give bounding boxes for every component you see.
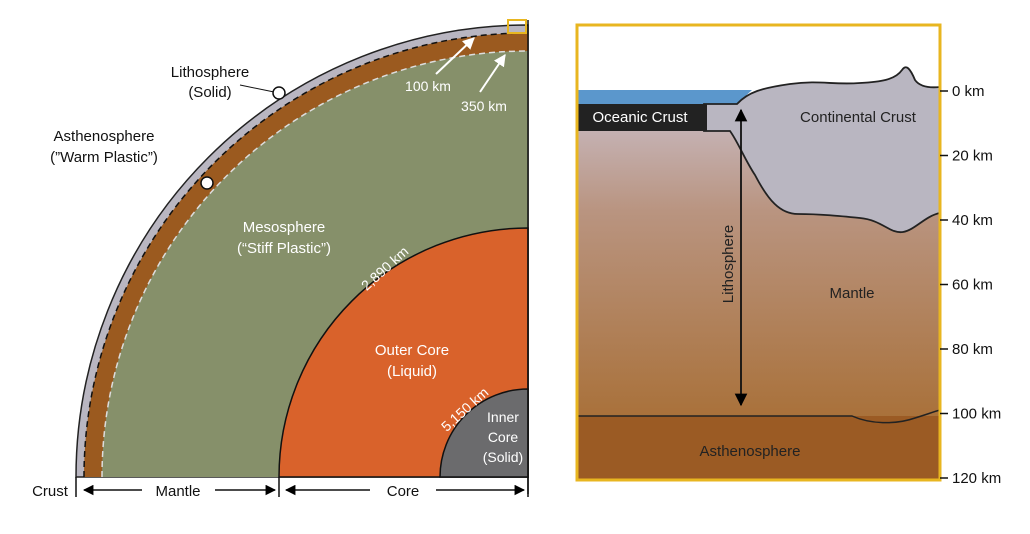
core-bottom-label: Core xyxy=(387,483,420,500)
mesosphere-label: Mesosphere xyxy=(243,219,326,236)
inner-core-label-2: Core xyxy=(488,429,519,445)
inner-core-label: Inner xyxy=(487,409,519,425)
depth-tick-label: 120 km xyxy=(952,470,1001,487)
continental-crust-label: Continental Crust xyxy=(800,109,917,126)
lithosphere-state: (Solid) xyxy=(188,84,231,101)
inner-core-layer xyxy=(439,388,529,478)
asthenosphere-label: Asthenosphere xyxy=(54,128,155,145)
bottom-scale: Crust Mantle Core xyxy=(32,477,529,500)
ocean-water xyxy=(577,90,752,104)
zoom-region-marker xyxy=(507,19,527,34)
lithosphere-label: Lithosphere xyxy=(171,64,249,81)
mesosphere-state: (“Stiff Plastic”) xyxy=(237,240,331,257)
depth-tick-label: 0 km xyxy=(952,83,985,100)
lithosphere-boundary xyxy=(83,32,529,478)
outer-core-label: Outer Core xyxy=(375,342,449,359)
asthenosphere-pointer-dot xyxy=(200,176,214,190)
asthenosphere-state: (”Warm Plastic”) xyxy=(50,149,158,166)
asthenosphere-boundary-line xyxy=(577,409,940,424)
oceanic-crust-label: Oceanic Crust xyxy=(592,109,688,126)
asthenosphere-region xyxy=(577,416,940,480)
lithosphere-vertical-label: Lithosphere xyxy=(720,225,737,303)
oceanic-crust xyxy=(577,104,707,131)
depth-tick-label: 20 km xyxy=(952,148,993,165)
continental-crust xyxy=(703,66,940,233)
depth-axis: 0 km 20 km 40 km 60 km 80 km 100 km 120 km xyxy=(940,83,1001,487)
earth-quarter-section xyxy=(75,19,529,494)
mantle-label: Mantle xyxy=(829,285,874,302)
depth-350km-label: 350 km xyxy=(461,98,507,114)
lithosphere-pointer-dot xyxy=(272,86,286,100)
lithosphere-cross-section: Oceanic Crust Continental Crust Lithosph… xyxy=(575,23,942,482)
depth-tick-label: 100 km xyxy=(952,406,1001,423)
asthenosphere-region-label: Asthenosphere xyxy=(700,443,801,460)
zoom-panel-frame xyxy=(575,23,942,482)
depth-100km-label: 100 km xyxy=(405,78,451,94)
inner-core-state: (Solid) xyxy=(483,449,523,465)
outer-core-state: (Liquid) xyxy=(387,363,437,380)
mantle-bottom-label: Mantle xyxy=(155,483,200,500)
asthenosphere-boundary xyxy=(101,50,529,478)
crust-bottom-label: Crust xyxy=(32,483,69,500)
depth-tick-label: 80 km xyxy=(952,341,993,358)
depth-tick-label: 60 km xyxy=(952,277,993,294)
depth-tick-label: 40 km xyxy=(952,212,993,229)
